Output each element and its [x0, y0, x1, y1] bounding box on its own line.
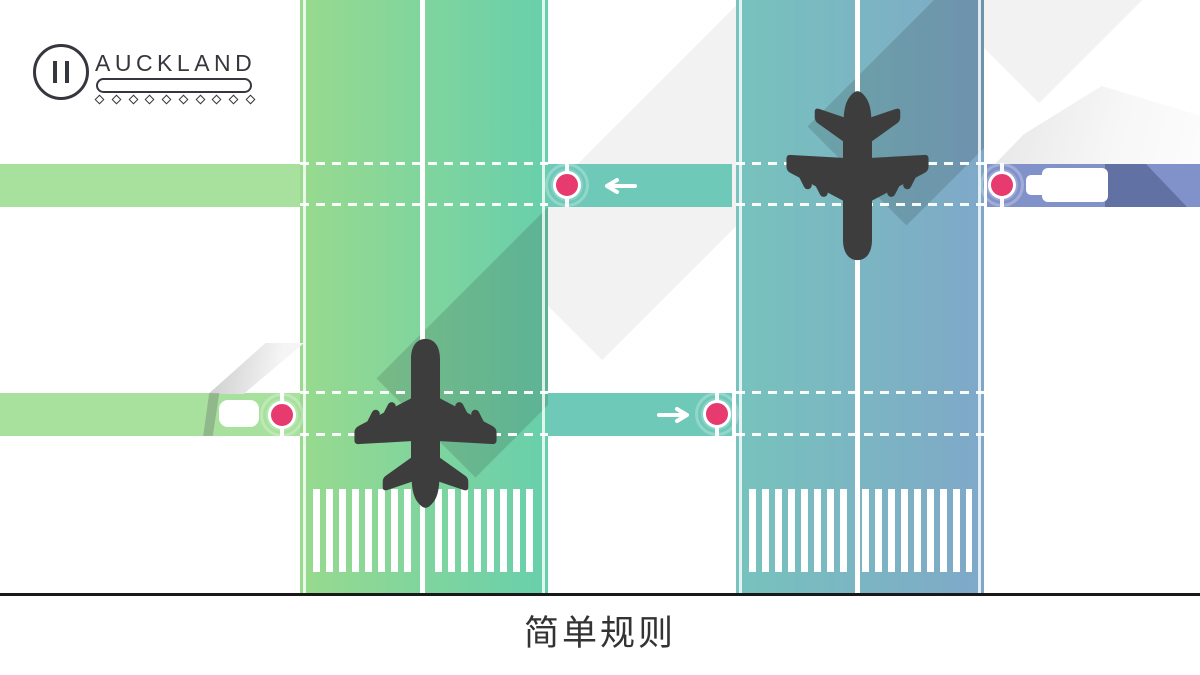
progress-pill	[96, 78, 252, 93]
gate-dot-icon[interactable]	[988, 171, 1016, 199]
progress-diamonds	[94, 93, 256, 106]
taxiway-crossing-dash	[736, 433, 984, 436]
runway-edge-line	[978, 0, 981, 593]
taxiway-crossing-dash	[300, 162, 548, 165]
pause-button[interactable]	[33, 44, 89, 100]
progress-diamond-icon	[128, 94, 138, 105]
airplane-icon[interactable]	[353, 337, 498, 509]
stand-halo	[980, 163, 1024, 207]
runway-edge-line	[542, 0, 545, 593]
runway-edge-line	[739, 0, 742, 593]
pause-icon	[53, 61, 57, 83]
arrow-right-icon	[656, 407, 690, 428]
ground-vehicle-van[interactable]	[219, 400, 259, 427]
gate-stand-right[interactable]	[980, 163, 1024, 207]
taxiway-crossing-dash	[300, 203, 548, 206]
runway-blue	[736, 0, 984, 593]
truck-cab	[1026, 175, 1048, 195]
runway-center-line	[420, 0, 425, 593]
progress-diamond-icon	[161, 94, 172, 105]
arrow-left-icon	[604, 178, 638, 199]
gate-stand-left[interactable]	[260, 393, 304, 437]
progress-diamond-icon	[94, 94, 105, 105]
runway-threshold-stripes	[862, 489, 972, 572]
runway-threshold-stripes	[435, 489, 536, 572]
stand-halo	[545, 163, 589, 207]
stand-halo	[260, 393, 304, 437]
city-title: AUCKLAND	[95, 50, 257, 76]
taxiway-top-left	[0, 164, 300, 207]
progress-diamond-icon	[111, 94, 122, 105]
gate-dot-icon[interactable]	[703, 400, 731, 428]
progress-diamond-icon	[178, 94, 189, 105]
progress-diamond-icon	[228, 94, 239, 105]
progress-diamond-icon	[245, 94, 256, 105]
left-vehicle-fold-shadow	[208, 343, 304, 394]
caption-text: 简单规则	[523, 614, 676, 653]
airplane-icon[interactable]	[785, 90, 930, 262]
truck-body	[1042, 168, 1108, 202]
truck-long-shadow	[1105, 164, 1187, 207]
progress-diamond-icon	[144, 94, 155, 105]
gate-stand-middle[interactable]	[695, 392, 739, 436]
gate-dot-icon[interactable]	[553, 171, 581, 199]
runway-threshold-stripes	[313, 489, 417, 572]
runway-edge-line	[303, 0, 306, 593]
pause-icon	[65, 61, 69, 83]
progress-diamond-icon	[211, 94, 222, 105]
progress-diamond-icon	[195, 94, 206, 105]
runway-threshold-stripes	[749, 489, 849, 572]
runway-center-line	[855, 0, 860, 593]
taxiway-crossing-dash	[736, 391, 984, 394]
caption-bar: 简单规则	[0, 593, 1200, 675]
stand-halo	[695, 392, 739, 436]
gate-dot-icon[interactable]	[268, 401, 296, 429]
gate-stand-top[interactable]	[545, 163, 589, 207]
right-vehicle-fold-shadow	[995, 86, 1200, 164]
ground-vehicle-truck[interactable]	[1026, 167, 1108, 203]
